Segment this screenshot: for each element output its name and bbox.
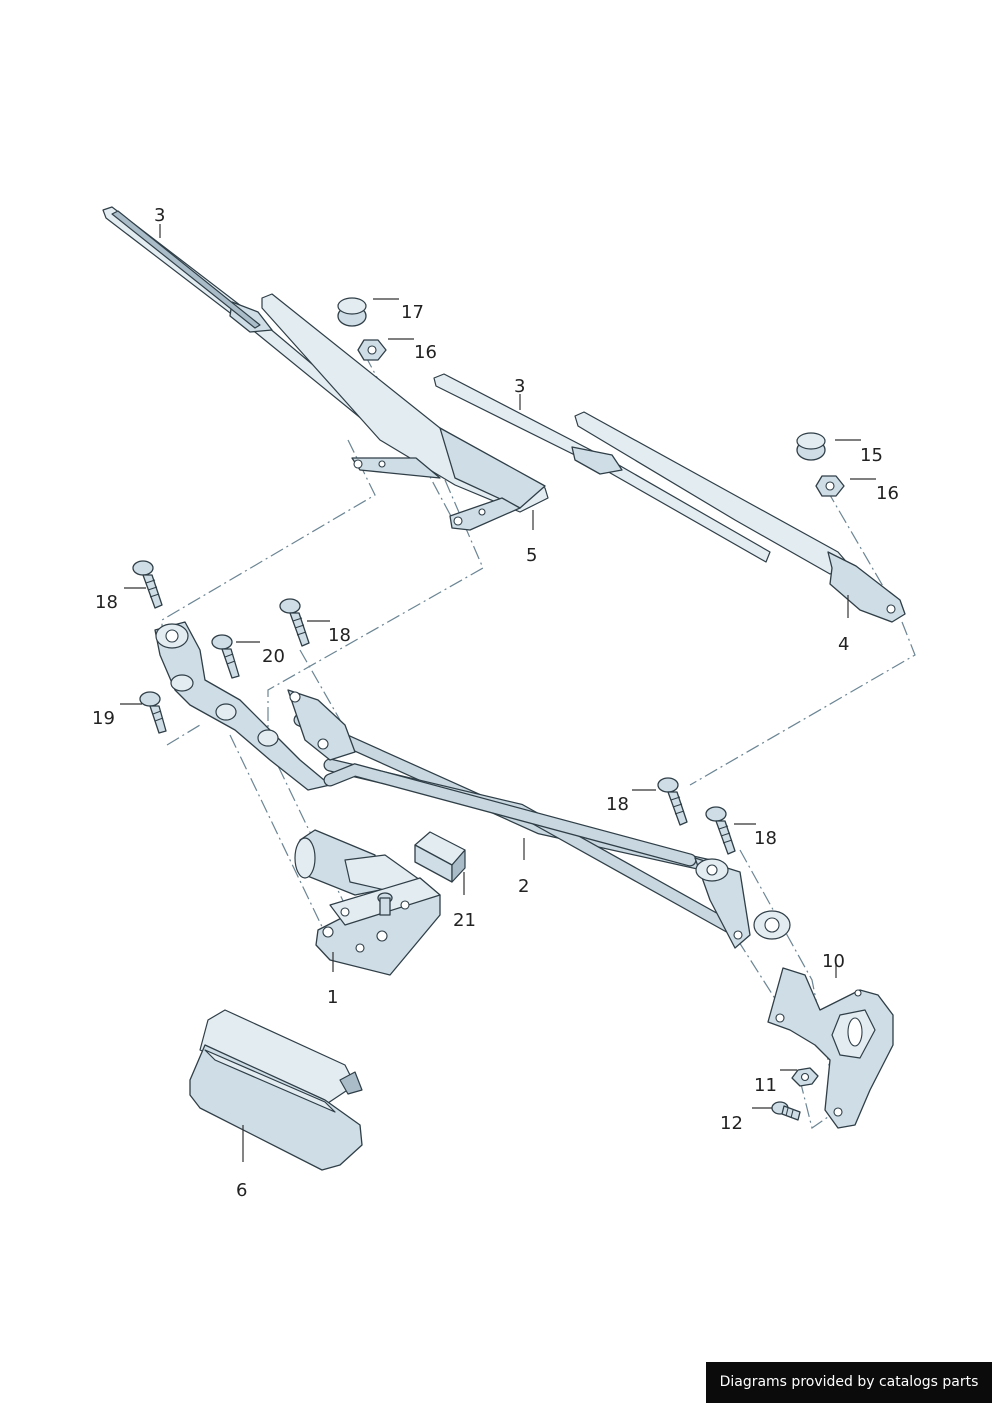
callout-12: 12 [720,1113,743,1134]
callout-19: 19 [92,708,115,729]
bolt-18-lower-left [657,777,688,826]
callout-15: 15 [860,445,883,466]
callouts: 3 17 16 3 15 16 5 4 18 18 20 19 18 18 2 … [92,205,899,1201]
wiper-blade-left [102,206,401,447]
callout-17: 17 [401,302,424,323]
cap-17 [337,297,367,327]
callout-3-right: 3 [514,376,525,397]
callout-11: 11 [754,1075,777,1096]
callout-18-lower-left: 18 [606,794,629,815]
callout-18-top-left: 18 [95,592,118,613]
callout-1: 1 [327,987,338,1008]
bracket-10 [767,967,894,1129]
callout-16-right: 16 [876,483,899,504]
wiper-linkage-frame [154,621,791,949]
callout-18-lower-right: 18 [754,828,777,849]
callout-3-left: 3 [154,205,165,226]
nut-11 [791,1067,819,1087]
nut-16-left [357,339,387,361]
callout-21: 21 [453,910,476,931]
callout-20: 20 [262,646,285,667]
bolt-12 [771,1101,801,1121]
callout-10: 10 [822,951,845,972]
footer-credit: Diagrams provided by catalogs parts [706,1362,992,1403]
leader-lines [120,224,876,1162]
wiper-motor [294,829,441,976]
callout-6: 6 [236,1180,247,1201]
wiper-arm-right [574,411,906,623]
callout-16-left: 16 [414,342,437,363]
cover-6 [189,1009,363,1171]
callout-4: 4 [838,634,849,655]
callout-2: 2 [518,876,529,897]
connector-21 [414,831,466,883]
wiper-blade-right [433,373,771,563]
wiper-arm-left [261,293,549,531]
bolt-20 [211,634,240,679]
bolt-18-lower-right [705,806,736,855]
bolt-18-top-left [132,560,163,609]
cap-15 [796,432,826,461]
callout-18-middle: 18 [328,625,351,646]
bolt-18-middle [279,598,310,647]
callout-5: 5 [526,545,537,566]
bolt-19 [139,691,167,734]
nut-16-right [815,475,845,497]
